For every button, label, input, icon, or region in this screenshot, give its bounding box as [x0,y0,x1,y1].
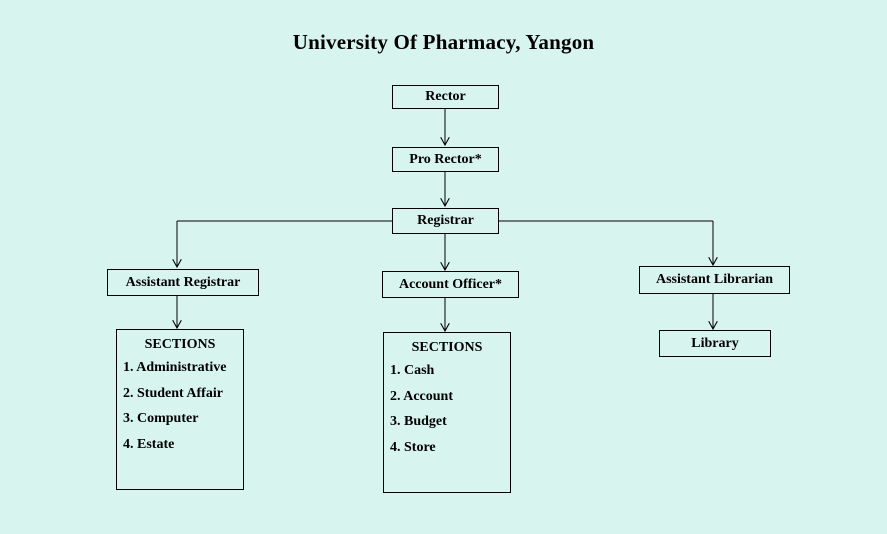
list-item: 3. Computer [123,411,199,426]
library-label: Library [691,335,739,351]
list-item: 3. Budget [390,414,447,429]
list-item: 4. Estate [123,436,175,452]
assistant-librarian-box: Assistant Librarian [639,266,790,294]
assistant-registrar-label: Assistant Registrar [125,274,241,290]
list-item: 4. Store [390,439,436,455]
registrar-label: Registrar [417,213,474,228]
assistant-registrar-box: Assistant Registrar [107,269,259,296]
pro-rector-label: Pro Rector* [409,151,482,167]
list-item: 1. Cash [390,363,435,378]
account-sections-heading: SECTIONS [411,340,483,355]
registrar-sections-box: SECTIONS 1. Administrative 2. Student Af… [116,329,244,490]
list-item: 2. Account [390,388,453,404]
chart-title: University Of Pharmacy, Yangon [292,30,595,54]
account-sections-box: SECTIONS 1. Cash 2. Account 3. Budget 4.… [383,332,511,493]
library-box: Library [659,330,771,357]
rector-box: Rector [392,85,499,109]
list-item: 1. Administrative [123,360,227,375]
account-sections-list: 1. Cash 2. Account 3. Budget 4. Store [384,358,510,460]
assistant-librarian-label: Assistant Librarian [655,272,774,287]
pro-rector-box: Pro Rector* [392,147,499,172]
account-officer-box: Account Officer* [382,271,519,298]
rector-label: Rector [425,89,466,104]
registrar-box: Registrar [392,208,499,234]
registrar-sections-heading: SECTIONS [144,337,216,352]
account-officer-label: Account Officer* [398,276,503,292]
registrar-sections-list: 1. Administrative 2. Student Affair 3. C… [117,355,243,457]
list-item: 2. Student Affair [123,385,223,401]
